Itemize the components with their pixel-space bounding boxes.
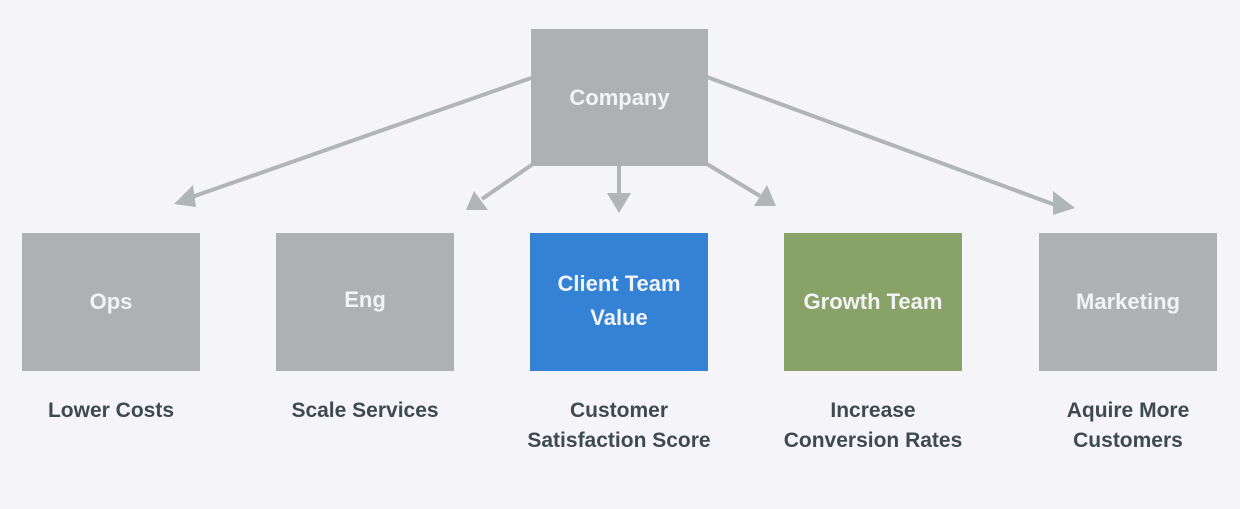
arrowhead-client [607, 193, 631, 213]
node-client-team-label: Client Team Value [557, 271, 681, 330]
goal-marketing: Aquire More Customers [1066, 399, 1190, 452]
node-eng-label: Eng [344, 287, 386, 312]
node-ops: Ops [22, 233, 200, 371]
node-growth-team: Growth Team [784, 233, 962, 371]
node-client-team: Client Team Value [530, 233, 708, 371]
node-company: Company [531, 29, 708, 166]
node-marketing-label: Marketing [1076, 289, 1180, 314]
edge-company-eng [480, 162, 535, 201]
arrowhead-eng [466, 191, 488, 210]
edge-company-marketing [706, 75, 1059, 208]
goal-ops: Lower Costs [47, 399, 175, 422]
arrowhead-marketing [1053, 191, 1075, 215]
node-ops-label: Ops [89, 289, 133, 314]
edge-company-growth [705, 162, 762, 198]
goal-growth-team: Increase Conversion Rates [783, 399, 963, 452]
goal-eng: Scale Services [291, 399, 439, 422]
node-eng: Eng [276, 233, 454, 371]
node-marketing: Marketing [1039, 233, 1217, 371]
node-company-label: Company [569, 84, 670, 110]
node-growth-team-label: Growth Team [803, 289, 943, 314]
arrowhead-growth [754, 185, 776, 206]
edge-company-ops [188, 76, 532, 200]
goal-client-team: Customer Satisfaction Score [527, 399, 711, 452]
arrowhead-ops [174, 185, 196, 207]
